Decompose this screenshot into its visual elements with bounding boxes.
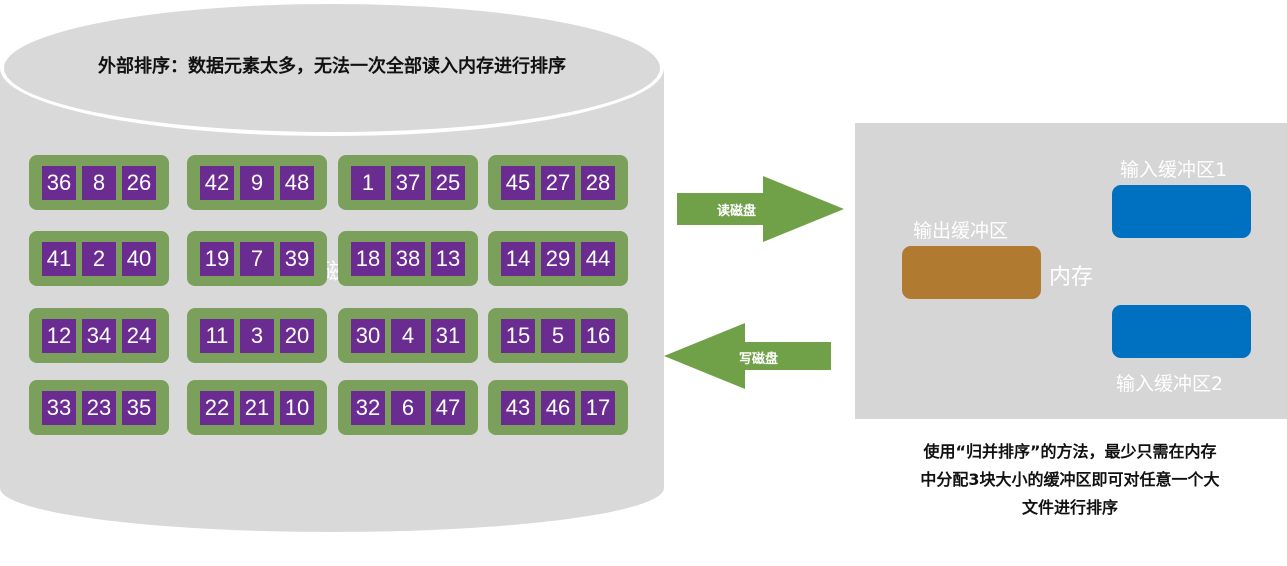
data-cell: 35 [122,390,156,425]
data-cell: 36 [42,165,76,200]
data-cell: 24 [122,318,156,353]
data-cell: 42 [200,165,234,200]
data-cell: 3 [240,318,274,353]
data-cell: 29 [541,241,575,276]
caption-line-1: 使用“归并排序”的方法，最少只需在内存 [923,442,1217,461]
data-cell: 33 [42,390,76,425]
data-cell: 19 [200,241,234,276]
data-cell: 25 [431,165,465,200]
data-cell: 4 [391,318,425,353]
input-buffer-2 [1112,305,1251,358]
data-cell: 28 [581,165,615,200]
data-cell: 23 [82,390,116,425]
data-cell: 16 [581,318,615,353]
memory-panel: 输出缓冲区 内存 输入缓冲区1 输入缓冲区2 [855,123,1287,419]
data-cell: 39 [280,241,314,276]
data-cell: 20 [280,318,314,353]
data-cell: 22 [200,390,234,425]
data-cell: 7 [240,241,274,276]
data-cell: 2 [82,241,116,276]
data-cell: 17 [581,390,615,425]
read-disk-arrow [677,176,844,242]
caption: 使用“归并排序”的方法，最少只需在内存 中分配3块大小的缓冲区即可对任意一个大 … [872,438,1268,522]
data-cell: 5 [541,318,575,353]
data-cell: 37 [391,165,425,200]
input-buffer-1 [1112,185,1251,238]
data-cell: 8 [82,165,116,200]
data-cell: 41 [42,241,76,276]
data-cell: 47 [431,390,465,425]
input-buffer-1-label: 输入缓冲区1 [1120,159,1228,181]
data-cell: 48 [280,165,314,200]
data-cell: 14 [501,241,535,276]
data-cell: 45 [501,165,535,200]
write-disk-label: 写磁盘 [739,352,779,367]
data-cell: 32 [351,390,385,425]
output-buffer [902,246,1041,299]
data-cell: 43 [501,390,535,425]
data-cell: 9 [240,165,274,200]
memory-label: 内存 [1049,265,1094,290]
data-cell: 1 [351,165,385,200]
data-cell: 12 [42,318,76,353]
data-cell: 46 [541,390,575,425]
data-cell: 13 [431,241,465,276]
data-cell: 44 [581,241,615,276]
write-disk-arrow [664,323,831,389]
data-cell: 6 [391,390,425,425]
data-cell: 27 [541,165,575,200]
data-cell: 11 [200,318,234,353]
output-buffer-label: 输出缓冲区 [913,220,1009,242]
data-cell: 31 [431,318,465,353]
data-cell: 18 [351,241,385,276]
caption-line-3: 文件进行排序 [1021,498,1118,517]
input-buffer-2-label: 输入缓冲区2 [1116,373,1224,395]
caption-line-2: 中分配3块大小的缓冲区即可对任意一个大 [920,470,1220,489]
read-disk-label: 读磁盘 [717,204,757,219]
data-cell: 38 [391,241,425,276]
data-cell: 30 [351,318,385,353]
data-cell: 10 [280,390,314,425]
data-cell: 26 [122,165,156,200]
disk-title: 外部排序：数据元素太多，无法一次全部读入内存进行排序 [98,56,566,77]
data-cell: 21 [240,390,274,425]
data-cell: 34 [82,318,116,353]
data-cell: 15 [501,318,535,353]
data-cell: 40 [122,241,156,276]
